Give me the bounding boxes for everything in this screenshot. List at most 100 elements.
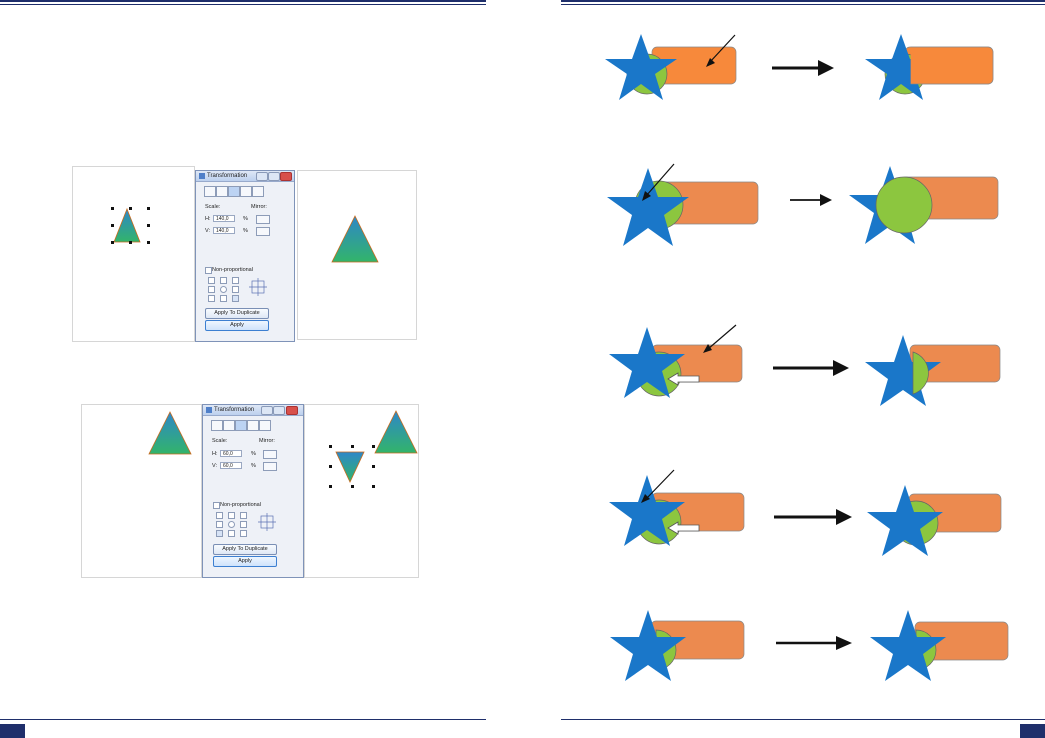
h-unit: % bbox=[243, 216, 248, 222]
v-scale-input[interactable]: 140,0 bbox=[213, 227, 235, 234]
anchor-checkbox[interactable] bbox=[228, 521, 235, 528]
v-scale-input[interactable]: 60,0 bbox=[220, 462, 242, 469]
white-arrow-icon bbox=[667, 372, 700, 386]
dialog-title: Transformation bbox=[207, 173, 248, 179]
mirror-vertical-button[interactable] bbox=[263, 462, 277, 471]
h-scale-input[interactable]: 140,0 bbox=[213, 215, 235, 222]
anchor-checkbox[interactable] bbox=[208, 277, 215, 284]
dialog-titlebar[interactable]: Transformation bbox=[203, 405, 303, 416]
tab-size-icon[interactable] bbox=[247, 420, 259, 431]
v-unit: % bbox=[243, 228, 248, 234]
dialog-titlebar[interactable]: Transformation bbox=[196, 171, 294, 182]
selection-handle[interactable] bbox=[329, 445, 332, 448]
selection-handle[interactable] bbox=[147, 241, 150, 244]
shape-group-before-5 bbox=[610, 610, 745, 681]
tab-scale-icon[interactable] bbox=[228, 186, 240, 197]
anchor-checkbox[interactable] bbox=[232, 286, 239, 293]
shape-group-after-3 bbox=[865, 335, 1001, 406]
selection-handle[interactable] bbox=[372, 485, 375, 488]
close-button[interactable] bbox=[280, 172, 292, 181]
tab-position-icon[interactable] bbox=[204, 186, 216, 197]
canvas-before-1 bbox=[72, 166, 195, 342]
anchor-checkbox[interactable] bbox=[220, 295, 227, 302]
selection-handle[interactable] bbox=[111, 207, 114, 210]
anchor-checkbox-checked[interactable] bbox=[216, 530, 223, 537]
maximize-button[interactable] bbox=[268, 172, 280, 181]
triangle-shape bbox=[113, 207, 141, 243]
mirror-horizontal-button[interactable] bbox=[263, 450, 277, 459]
selection-handle[interactable] bbox=[329, 485, 332, 488]
transformation-dialog: Transformation Scale: Mirror: H: 60,0 % … bbox=[202, 404, 304, 578]
apply-to-duplicate-button[interactable]: Apply To Duplicate bbox=[205, 308, 269, 319]
maximize-button[interactable] bbox=[273, 406, 285, 415]
anchor-preview-icon bbox=[249, 278, 267, 296]
star-shape bbox=[867, 485, 943, 556]
top-rule-left bbox=[0, 0, 486, 2]
apply-button[interactable]: Apply bbox=[213, 556, 277, 567]
canvas-after-2 bbox=[304, 404, 419, 578]
close-button[interactable] bbox=[286, 406, 298, 415]
arrow-icon bbox=[790, 194, 832, 206]
tab-skew-icon[interactable] bbox=[259, 420, 271, 431]
anchor-checkbox[interactable] bbox=[208, 295, 215, 302]
anchor-checkbox[interactable] bbox=[208, 286, 215, 293]
transform-icon bbox=[206, 407, 212, 413]
anchor-checkbox[interactable] bbox=[240, 521, 247, 528]
selection-handle[interactable] bbox=[111, 224, 114, 227]
anchor-checkbox[interactable] bbox=[240, 530, 247, 537]
mirror-horizontal-button[interactable] bbox=[256, 215, 270, 224]
non-proportional-label: Non-proportional bbox=[212, 267, 253, 273]
white-arrow-icon bbox=[667, 521, 700, 535]
shape-group-after-5 bbox=[870, 610, 1009, 681]
tab-position-icon[interactable] bbox=[211, 420, 223, 431]
non-proportional-checkbox[interactable] bbox=[205, 267, 212, 274]
selection-handle[interactable] bbox=[372, 445, 375, 448]
anchor-checkbox[interactable] bbox=[220, 277, 227, 284]
circle-shape bbox=[875, 176, 933, 234]
non-proportional-checkbox[interactable] bbox=[213, 502, 220, 509]
pointer-arrow-icon bbox=[709, 34, 736, 63]
selection-handle[interactable] bbox=[351, 485, 354, 488]
bottom-rule-left bbox=[0, 719, 486, 720]
selection-handle[interactable] bbox=[372, 465, 375, 468]
apply-to-duplicate-button[interactable]: Apply To Duplicate bbox=[213, 544, 277, 555]
arrow-icon bbox=[776, 636, 852, 650]
selection-handle[interactable] bbox=[147, 207, 150, 210]
anchor-checkbox[interactable] bbox=[228, 512, 235, 519]
tab-skew-icon[interactable] bbox=[252, 186, 264, 197]
selection-handle[interactable] bbox=[111, 241, 114, 244]
shape-group-after-2 bbox=[849, 166, 999, 244]
star-shape bbox=[609, 327, 685, 398]
anchor-checkbox-checked[interactable] bbox=[232, 295, 239, 302]
pointer-arrow-icon bbox=[645, 163, 675, 197]
canvas-before-2 bbox=[81, 404, 202, 578]
anchor-checkbox[interactable] bbox=[228, 530, 235, 537]
minimize-button[interactable] bbox=[256, 172, 268, 181]
mirror-label: Mirror: bbox=[251, 204, 267, 210]
h-label: H: bbox=[212, 451, 218, 457]
anchor-checkbox[interactable] bbox=[216, 521, 223, 528]
mirror-vertical-button[interactable] bbox=[256, 227, 270, 236]
anchor-checkbox[interactable] bbox=[240, 512, 247, 519]
shape-group-after-4 bbox=[867, 485, 1002, 556]
anchor-checkbox[interactable] bbox=[220, 286, 227, 293]
tab-rotate-icon[interactable] bbox=[216, 186, 228, 197]
page-marker-left bbox=[0, 724, 25, 738]
apply-button[interactable]: Apply bbox=[205, 320, 269, 331]
selection-handle[interactable] bbox=[129, 241, 132, 244]
selection-handle[interactable] bbox=[129, 207, 132, 210]
scale-label: Scale: bbox=[205, 204, 221, 210]
selection-handle[interactable] bbox=[147, 224, 150, 227]
tab-scale-icon[interactable] bbox=[235, 420, 247, 431]
minimize-button[interactable] bbox=[261, 406, 273, 415]
anchor-checkbox[interactable] bbox=[232, 277, 239, 284]
h-scale-input[interactable]: 60,0 bbox=[220, 450, 242, 457]
transformation-dialog: Transformation Scale: Mirror: H: 140,0 %… bbox=[195, 170, 295, 342]
selection-handle[interactable] bbox=[329, 465, 332, 468]
anchor-checkbox[interactable] bbox=[216, 512, 223, 519]
selection-handle[interactable] bbox=[351, 445, 354, 448]
mirror-label: Mirror: bbox=[259, 438, 275, 444]
star-shape bbox=[610, 610, 686, 681]
tab-size-icon[interactable] bbox=[240, 186, 252, 197]
tab-rotate-icon[interactable] bbox=[223, 420, 235, 431]
